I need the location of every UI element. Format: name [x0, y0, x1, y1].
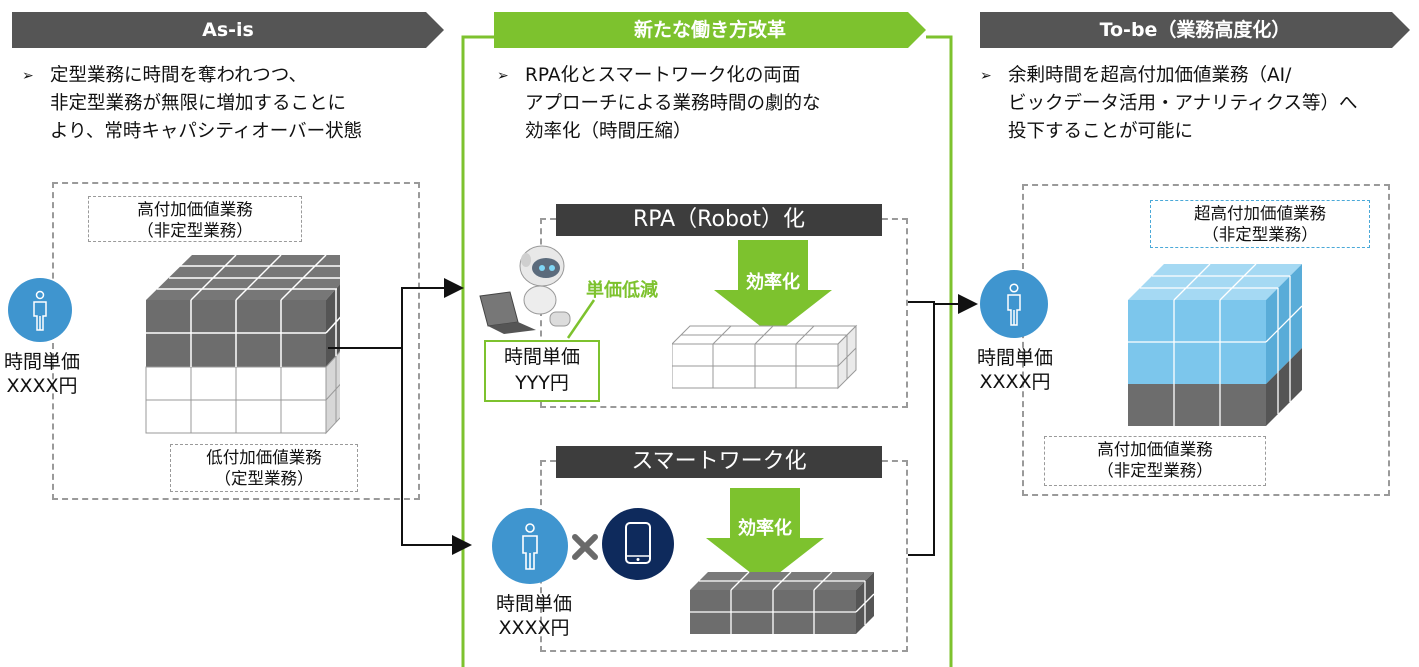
bullet-line: 投下することが可能に — [1008, 121, 1194, 142]
cross-icon — [572, 534, 598, 560]
rpa-efficiency-label: 効率化 — [746, 272, 800, 293]
rpa-cost-label: 単価低減 — [586, 280, 658, 301]
label-line: 超高付加価値業務 — [1194, 204, 1326, 223]
robot-icon — [479, 245, 571, 334]
asis-header-label: As-is — [202, 19, 254, 41]
tobe-person-caption: 時間単価 XXXX円 — [970, 346, 1060, 394]
rpa-flat-block — [672, 324, 858, 390]
asis-header: As-is — [12, 12, 444, 48]
arrow-bullet-icon: ➢ — [980, 68, 992, 84]
tobe-bullet: ➢ 余剰時間を超高付加価値業務（AI/ ビックデータ活用・アナリティクス等）へ … — [980, 62, 1357, 146]
callout-pointer — [566, 299, 596, 339]
smart-person-caption: 時間単価 XXXX円 — [484, 592, 584, 640]
smartphone-icon — [625, 522, 651, 564]
bullet-line: 余剰時間を超高付加価値業務（AI/ — [1008, 65, 1292, 86]
person-icon — [33, 290, 47, 331]
label-line: 低付加価値業務 — [206, 448, 322, 467]
label-line: （非定型業務） — [137, 221, 253, 240]
bullet-line: より、常時キャパシティオーバー状態 — [50, 121, 363, 142]
asis-top-label: 高付加価値業務 （非定型業務） — [88, 196, 302, 242]
tobe-top-label: 超高付加価値業務 （非定型業務） — [1150, 200, 1370, 248]
label-line: 高付加価値業務 — [1097, 440, 1213, 459]
rpa-title: RPA（Robot）化 — [556, 204, 882, 236]
asis-bottom-label: 低付加価値業務 （定型業務） — [170, 444, 358, 492]
caption-line: 時間単価 — [3, 351, 80, 373]
caption-line: XXXX円 — [979, 371, 1051, 393]
asis-cube — [145, 254, 340, 435]
smart-person-avatar — [492, 508, 568, 584]
tobe-cube — [1128, 263, 1303, 426]
bullet-line: 非定型業務が無限に増加することに — [50, 93, 347, 114]
reform-header-label: 新たな働き方改革 — [633, 19, 786, 41]
caption-line: 時間単価 — [976, 347, 1053, 369]
bullet-line: 定型業務に時間を奪われつつ、 — [50, 65, 307, 86]
bullet-line: RPA化とスマートワーク化の両面 — [525, 65, 801, 86]
label-line: （定型業務） — [214, 469, 314, 488]
asis-bullet: ➢ 定型業務に時間を奪われつつ、 非定型業務が無限に増加することに より、常時キ… — [22, 62, 362, 146]
smartphone-avatar — [602, 508, 674, 580]
tobe-header: To-be（業務高度化） — [980, 12, 1410, 48]
tobe-person-avatar — [980, 270, 1048, 338]
price-line: YYY円 — [515, 372, 569, 394]
price-line: 時間単価 — [503, 346, 580, 368]
person-icon — [522, 523, 538, 570]
label-line: （非定型業務） — [1097, 461, 1213, 480]
tobe-panel — [1022, 184, 1390, 496]
smart-efficiency-arrow — [706, 488, 824, 584]
reform-header: 新たな働き方改革 — [494, 12, 926, 48]
bullet-line: 効率化（時間圧縮） — [525, 121, 692, 142]
tobe-header-label: To-be（業務高度化） — [1099, 19, 1291, 41]
asis-person-avatar — [8, 278, 72, 342]
caption-line: XXXX円 — [498, 617, 570, 639]
asis-person-caption: 時間単価 XXXX円 — [0, 350, 84, 398]
label-line: 高付加価値業務 — [137, 200, 253, 219]
bullet-line: ビックデータ活用・アナリティクス等）へ — [1008, 93, 1358, 114]
arrow-bullet-icon: ➢ — [22, 68, 34, 84]
bullet-line: アプローチによる業務時間の劇的な — [525, 93, 821, 114]
smart-efficiency-label: 効率化 — [738, 518, 792, 539]
arrow-bullet-icon: ➢ — [497, 68, 509, 84]
rpa-price-box: 時間単価 YYY円 — [484, 340, 600, 402]
label-line: （非定型業務） — [1202, 225, 1318, 244]
asis-panel — [52, 182, 420, 500]
rpa-efficiency-arrow — [714, 240, 832, 336]
reform-bullet: ➢ RPA化とスマートワーク化の両面 アプローチによる業務時間の劇的な 効率化（… — [497, 62, 820, 146]
person-icon — [1007, 283, 1021, 326]
caption-line: 時間単価 — [495, 593, 572, 615]
smart-flat-block — [690, 571, 875, 634]
tobe-bottom-label: 高付加価値業務 （非定型業務） — [1044, 436, 1266, 486]
smart-title: スマートワーク化 — [556, 446, 882, 478]
caption-line: XXXX円 — [6, 375, 78, 397]
